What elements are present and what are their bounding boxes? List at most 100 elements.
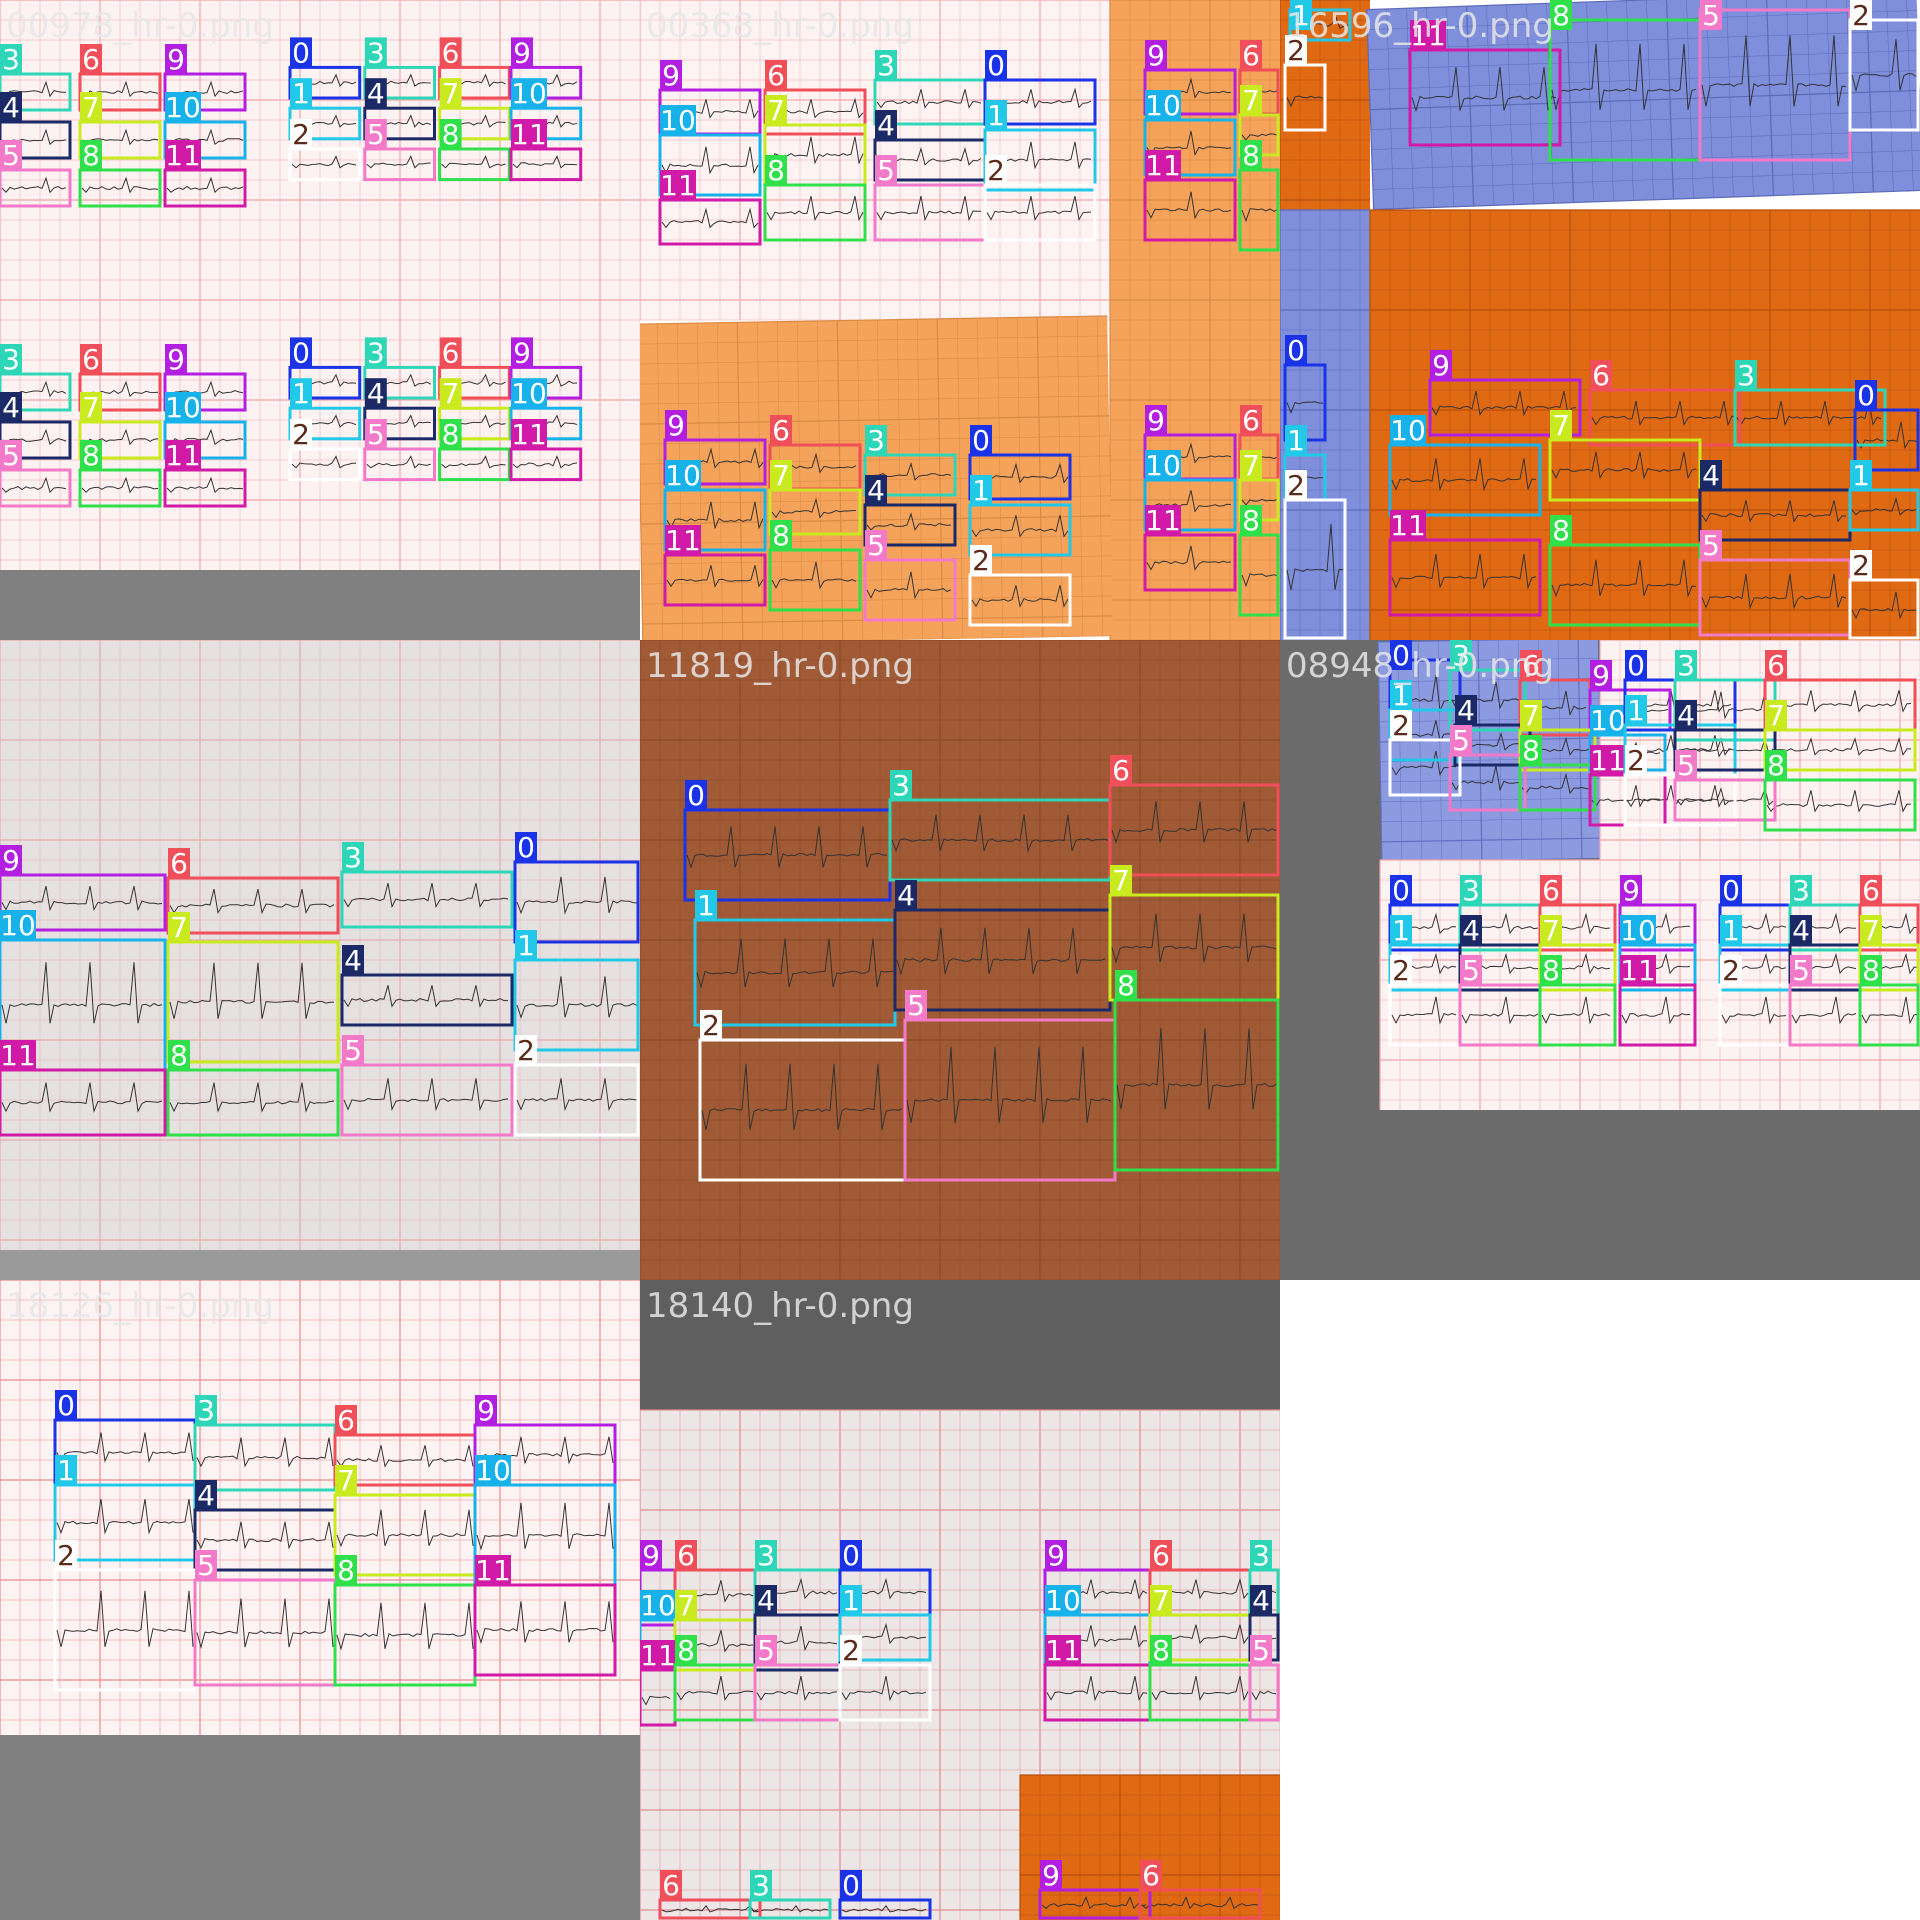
class-label: 10	[0, 909, 36, 942]
class-label: 4	[1462, 914, 1480, 947]
ecg-trace	[1391, 996, 1457, 1025]
class-label: 6	[337, 1404, 355, 1437]
class-label-background	[515, 1035, 537, 1065]
ecg-trace	[1111, 913, 1277, 964]
class-label-background	[515, 930, 537, 960]
lead-bounding-box	[863, 558, 957, 622]
ecg-trace	[866, 571, 952, 600]
ecg-trace	[756, 1675, 838, 1702]
class-label: 6	[772, 414, 790, 447]
ecg-trace	[751, 1904, 829, 1913]
ecg-paper	[640, 1280, 1280, 1410]
class-label-background	[1045, 1635, 1081, 1665]
lead-bounding-box	[163, 468, 247, 508]
class-label-background	[1150, 1585, 1172, 1615]
ecg-trace	[676, 1675, 754, 1701]
class-label: 2	[1392, 709, 1410, 742]
ecg-trace	[336, 1602, 474, 1651]
class-label-background	[475, 1555, 511, 1585]
ecg-trace	[686, 826, 887, 869]
class-label: 10	[1145, 89, 1181, 122]
class-label-background	[1430, 350, 1452, 380]
class-label-background	[985, 100, 1007, 130]
class-label-background	[695, 890, 717, 920]
class-label: 8	[442, 418, 460, 451]
class-label: 1	[1292, 0, 1310, 32]
ecg-trace	[1, 428, 67, 446]
class-label-background	[770, 520, 792, 550]
lead-bounding-box	[1733, 388, 1887, 447]
class-label: 8	[1552, 0, 1570, 32]
class-label-background	[970, 545, 992, 575]
ecg-trace	[343, 985, 508, 1008]
class-label-background	[195, 1550, 217, 1580]
class-label: 5	[757, 1634, 775, 1667]
class-label: 5	[1702, 529, 1720, 562]
ecg-trace	[1111, 801, 1277, 844]
class-label-background	[511, 378, 547, 409]
class-label-background	[1850, 460, 1872, 490]
class-label: 8	[82, 439, 100, 472]
ecg-trace	[1551, 43, 1697, 110]
class-label-background	[511, 119, 547, 149]
class-label-background	[755, 1635, 777, 1665]
class-label: 9	[513, 36, 531, 69]
ecg-trace	[1141, 1896, 1259, 1910]
class-label-background	[765, 155, 787, 185]
class-label: 1	[57, 1454, 75, 1487]
class-label-background	[55, 1540, 77, 1570]
grid-line	[1372, 170, 1920, 190]
lead-bounding-box	[163, 168, 247, 208]
paper-background	[640, 1280, 1280, 1410]
class-label: 1	[1722, 914, 1740, 947]
class-label-background	[80, 440, 102, 470]
class-label-background	[1285, 335, 1307, 365]
class-label-background	[1390, 710, 1412, 740]
lead-bounding-box	[1763, 778, 1917, 832]
ecg-trace	[1241, 573, 1279, 588]
class-label-background	[1390, 415, 1426, 445]
grid-line	[1380, 777, 1601, 783]
class-label: 4	[1677, 699, 1695, 732]
ecg-trace	[516, 876, 638, 915]
class-label-background	[475, 1455, 511, 1485]
class-label: 0	[292, 336, 310, 369]
lead-bounding-box	[513, 958, 640, 1052]
grid-line	[640, 375, 1109, 385]
grid-line	[1397, 641, 1403, 862]
class-label: 3	[892, 769, 910, 802]
class-label-background	[1150, 1540, 1172, 1570]
lead-bounding-box	[288, 447, 362, 482]
class-label: 5	[2, 139, 20, 172]
paper-background	[1370, 210, 1920, 640]
lead-bounding-box	[78, 168, 162, 208]
grid-line	[1577, 640, 1583, 859]
class-label: 3	[1452, 640, 1470, 672]
class-label: 6	[82, 343, 100, 376]
class-label: 0	[687, 779, 705, 812]
ecg-trace	[1146, 545, 1232, 571]
lead-bounding-box	[1038, 1888, 1152, 1920]
class-label-background	[1850, 550, 1872, 580]
class-label: 1	[972, 474, 990, 507]
class-label: 8	[1522, 734, 1540, 767]
class-label-background	[165, 44, 187, 74]
lead-bounding-box	[663, 553, 767, 607]
class-label: 11	[1410, 19, 1446, 52]
paper-background	[1378, 640, 1602, 862]
class-label-background	[168, 912, 190, 942]
class-label: 4	[1252, 1584, 1270, 1617]
tile-filename: 00978_hr-0.png	[6, 6, 274, 46]
class-label: 3	[752, 1869, 770, 1902]
class-label-background	[1700, 530, 1722, 560]
class-label-background	[1720, 915, 1742, 945]
class-label: 2	[972, 544, 990, 577]
class-label: 10	[165, 91, 201, 124]
class-label: 8	[677, 1634, 695, 1667]
class-label-background	[1390, 640, 1412, 670]
tile-filename: 18126_hr-0.png	[6, 1286, 274, 1326]
lead-bounding-box	[658, 198, 762, 246]
ecg-trace	[1721, 996, 1787, 1025]
class-label: 11	[640, 1639, 676, 1672]
class-label: 0	[57, 1389, 75, 1422]
